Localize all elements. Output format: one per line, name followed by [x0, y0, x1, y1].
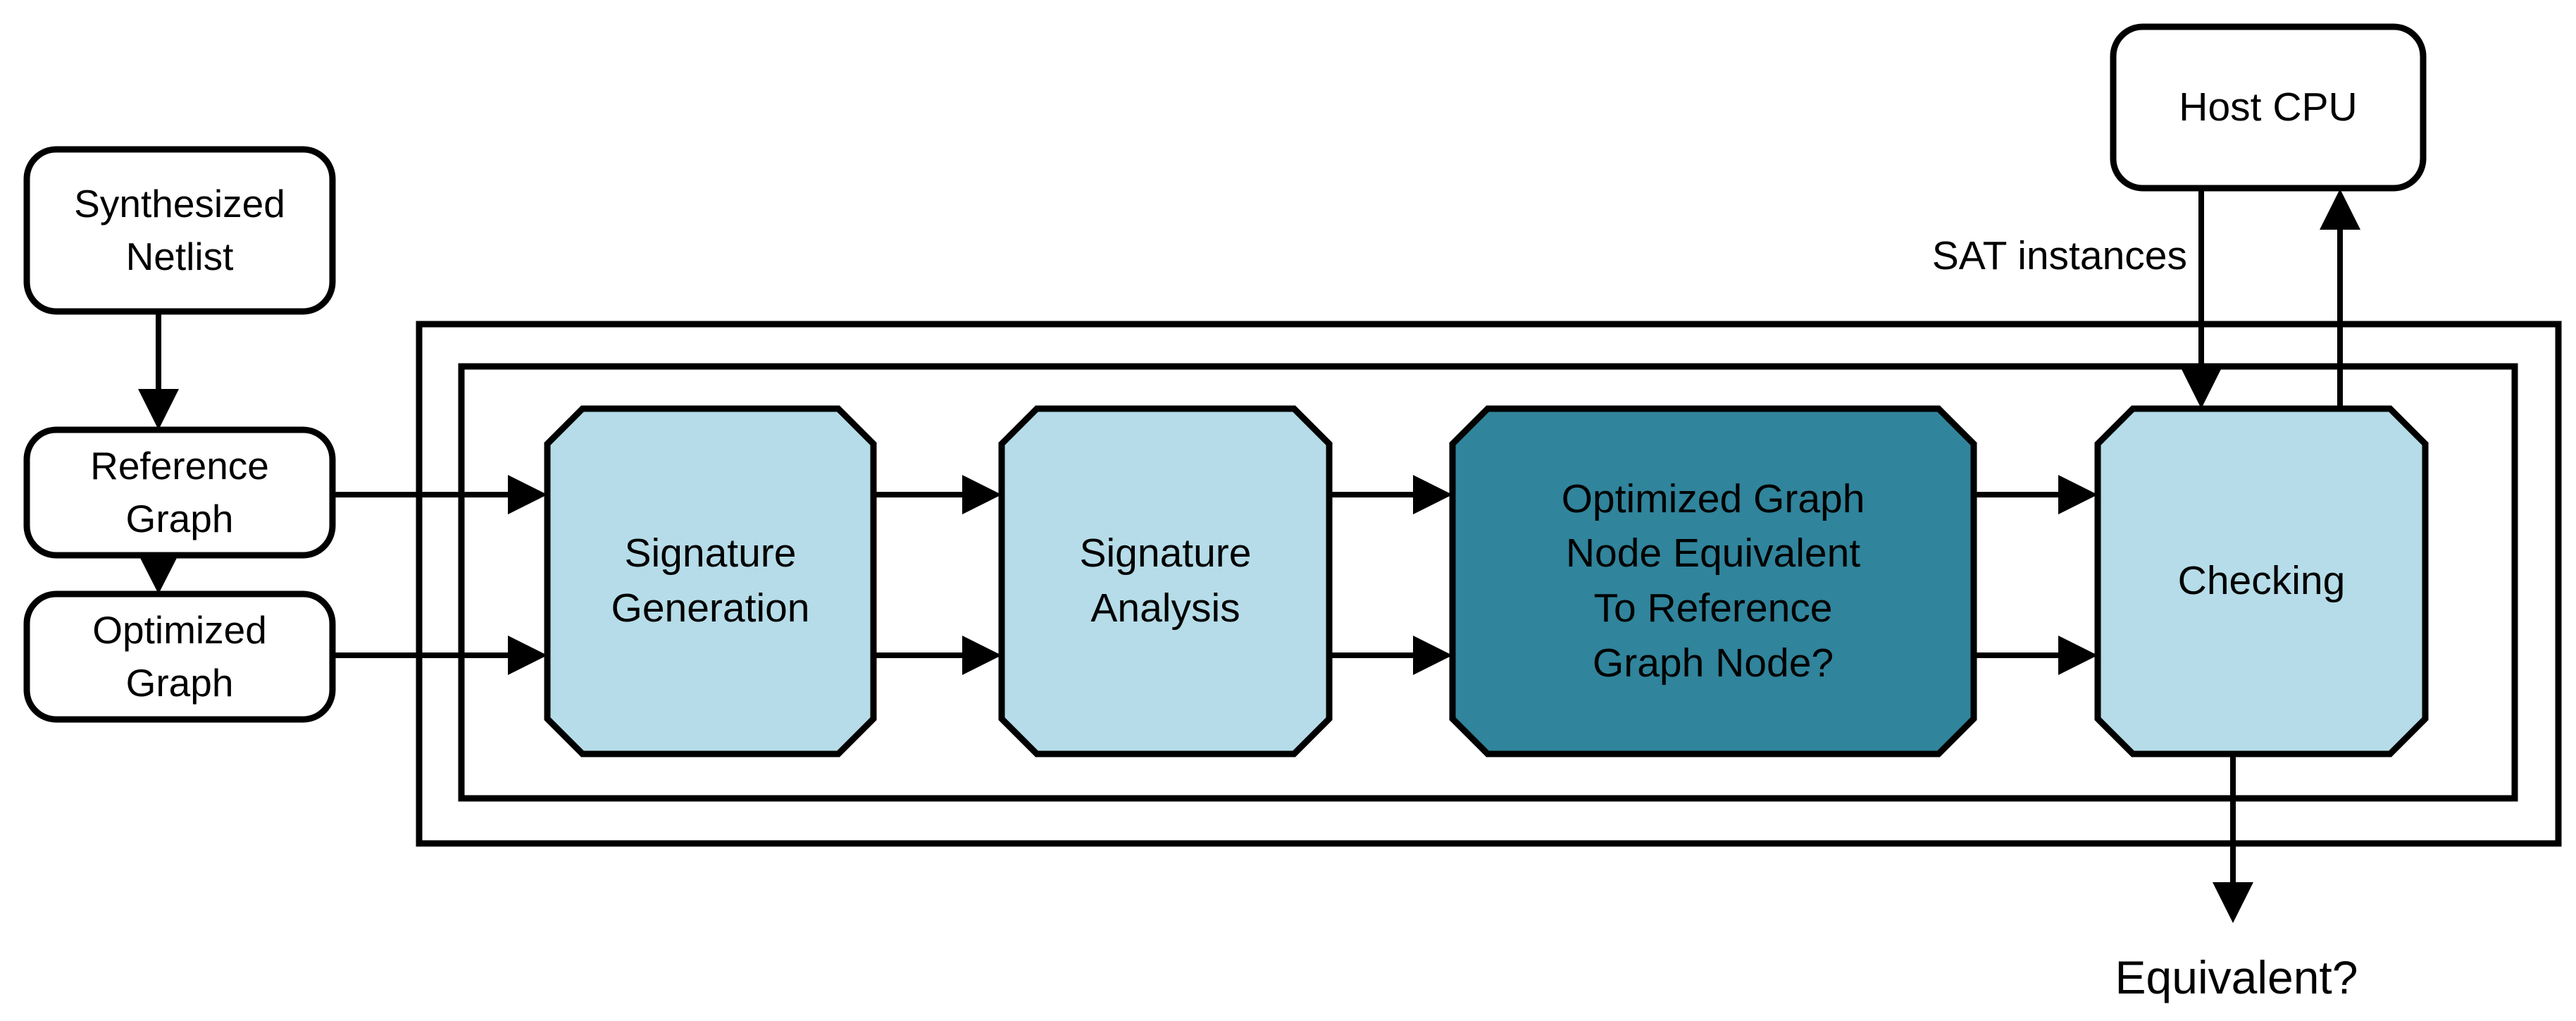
checking-label: Checking: [2177, 558, 2346, 604]
checking-node: [2094, 405, 2429, 757]
arrow-reference-to-siggen: [332, 475, 547, 514]
arrow-decision-to-checking-bottom: [1974, 636, 2098, 675]
arrow-checking-to-equivalent: [2213, 754, 2253, 923]
equivalence-decision-label: Optimized Graph Node Equivalent To Refer…: [1561, 476, 1865, 686]
inner-boundary: [458, 363, 2518, 802]
sat-instances-label: SAT instances: [1931, 233, 2187, 279]
signature-analysis-label: Signature Analysis: [1079, 531, 1252, 631]
outer-boundary: [416, 321, 2562, 847]
arrow-siganalysis-to-decision-top: [1329, 475, 1452, 514]
equivalence-decision-node: [1449, 405, 1977, 757]
arrow-netlist-to-reference: [138, 311, 179, 430]
signature-generation-label: Signature Generation: [611, 531, 810, 631]
signature-analysis-node: [998, 405, 1333, 757]
arrow-siggen-to-siganalysis-bottom: [873, 636, 1002, 675]
synthesized-netlist-node: [23, 146, 336, 315]
arrow-reference-to-optimized: [138, 554, 179, 594]
synthesized-netlist-label: Synthesized Netlist: [74, 182, 285, 278]
arrow-siggen-to-siganalysis-top: [873, 475, 1002, 514]
arrow-checking-to-hostcpu: [2320, 189, 2360, 409]
arrow-siganalysis-to-decision-bottom: [1329, 636, 1452, 675]
signature-generation-node: [544, 405, 877, 757]
arrow-decision-to-checking-top: [1974, 475, 2098, 514]
host-cpu-node: [2110, 23, 2427, 192]
reference-graph-label: Reference Graph: [90, 444, 269, 540]
optimized-graph-label: Optimized Graph: [92, 608, 267, 705]
host-cpu-label: Host CPU: [2179, 84, 2358, 130]
arrow-optimized-to-siggen: [332, 636, 547, 675]
arrow-hostcpu-to-checking: [2181, 188, 2222, 409]
equivalent-label: Equivalent?: [2115, 951, 2358, 1003]
